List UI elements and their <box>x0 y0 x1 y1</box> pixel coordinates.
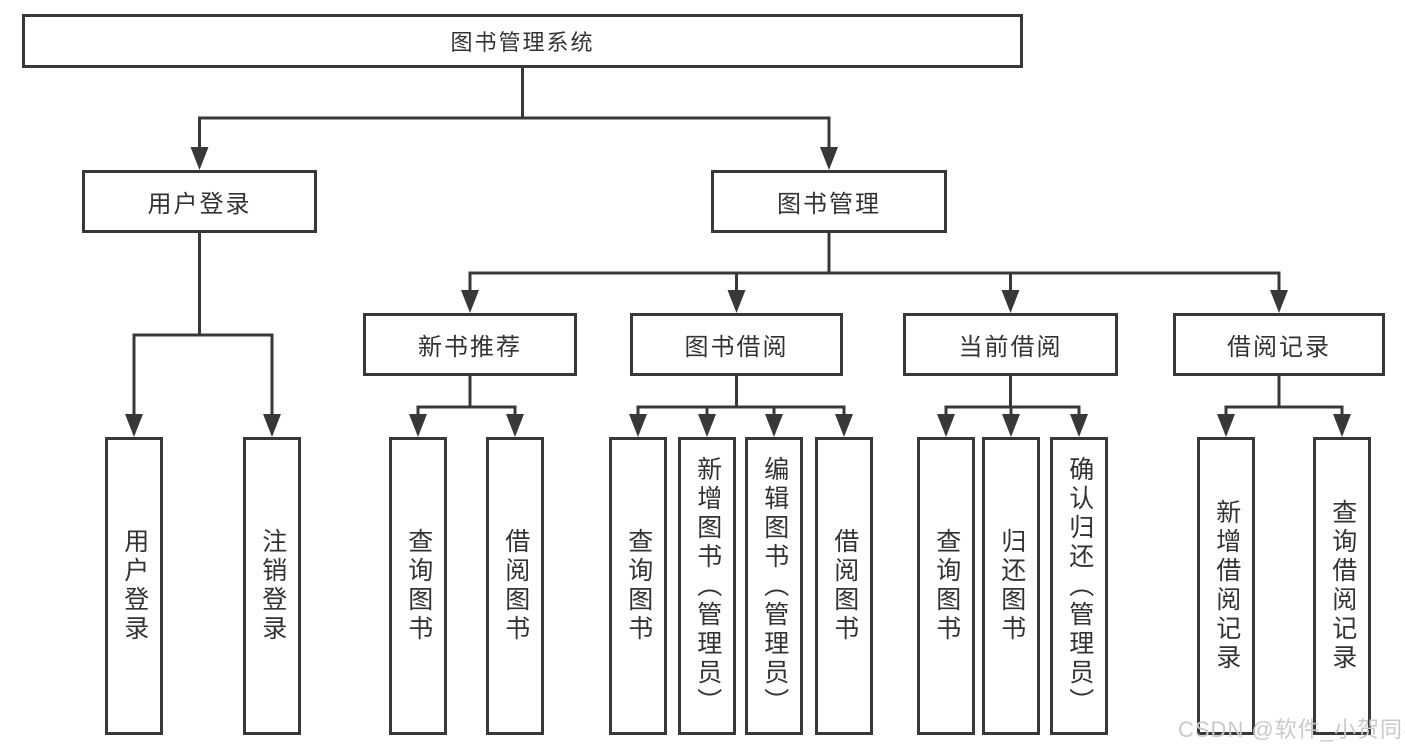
watermark: CSDN @软件_小贺同学 <box>1178 717 1405 742</box>
arrowhead-icon <box>506 414 524 437</box>
arrowhead-icon <box>1070 414 1088 437</box>
node-label: 归还图书 <box>997 528 1026 644</box>
node-query-books-current: 查询图书 <box>917 437 975 735</box>
node-label: 新增图书（管理员） <box>693 455 722 717</box>
arrowhead-icon <box>937 414 955 437</box>
node-label: 用户登录 <box>147 191 252 218</box>
arrowhead-icon <box>461 290 479 313</box>
node-new-book-recommend: 新书推荐 <box>363 313 577 376</box>
node-label: 图书管理系统 <box>450 30 595 55</box>
node-user-login: 用户登录 <box>105 437 163 735</box>
node-add-borrow-record: 新增借阅记录 <box>1197 437 1255 735</box>
arrowhead-icon <box>629 414 647 437</box>
node-label: 编辑图书（管理员） <box>760 455 789 717</box>
arrowhead-icon <box>820 147 838 170</box>
node-label: 查询图书 <box>404 528 433 644</box>
node-borrow-records: 借阅记录 <box>1173 313 1385 376</box>
node-label: 新书推荐 <box>418 334 522 361</box>
node-borrow-books-recommend: 借阅图书 <box>486 437 544 735</box>
node-label: 用户登录 <box>120 528 149 644</box>
node-edit-book-admin: 编辑图书（管理员） <box>745 437 803 735</box>
node-label: 新增借阅记录 <box>1212 499 1241 673</box>
node-user-login-module: 用户登录 <box>82 170 317 233</box>
arrowhead-icon <box>1001 290 1020 313</box>
node-label: 查询图书 <box>932 528 961 644</box>
node-label: 图书管理 <box>777 191 881 218</box>
node-label: 确认归还（管理员） <box>1065 455 1094 717</box>
node-label: 借阅记录 <box>1227 334 1331 361</box>
node-current-borrowing: 当前借阅 <box>903 313 1118 376</box>
arrowhead-icon <box>1270 290 1288 313</box>
arrowhead-icon <box>1002 414 1020 437</box>
node-book-management: 图书管理 <box>711 170 947 233</box>
node-borrow-books: 借阅图书 <box>815 437 873 735</box>
node-label: 借阅图书 <box>501 528 530 644</box>
node-return-books: 归还图书 <box>982 437 1040 735</box>
arrowhead-icon <box>835 414 853 437</box>
arrowhead-icon <box>698 414 716 437</box>
arrowhead-icon <box>1217 414 1235 437</box>
node-label: 图书借阅 <box>684 334 789 361</box>
node-query-books-recommend: 查询图书 <box>389 437 447 735</box>
node-query-books-borrowing: 查询图书 <box>609 437 667 735</box>
node-label: 借阅图书 <box>830 528 859 644</box>
arrowhead-icon <box>765 414 783 437</box>
node-library-system: 图书管理系统 <box>22 14 1023 68</box>
arrowhead-icon <box>125 414 143 437</box>
node-label: 当前借阅 <box>958 334 1063 361</box>
node-label: 注销登录 <box>258 528 287 644</box>
node-query-borrow-record: 查询借阅记录 <box>1313 437 1371 735</box>
arrowhead-icon <box>409 414 427 437</box>
arrowhead-icon <box>190 147 209 170</box>
node-confirm-return-admin: 确认归还（管理员） <box>1050 437 1108 735</box>
node-add-book-admin: 新增图书（管理员） <box>678 437 736 735</box>
node-label: 查询借阅记录 <box>1328 499 1357 673</box>
node-logout: 注销登录 <box>243 437 301 735</box>
node-book-borrowing: 图书借阅 <box>630 313 843 376</box>
arrowhead-icon <box>727 290 746 313</box>
arrowhead-icon <box>263 414 281 437</box>
arrowhead-icon <box>1333 414 1351 437</box>
node-label: 查询图书 <box>624 528 653 644</box>
